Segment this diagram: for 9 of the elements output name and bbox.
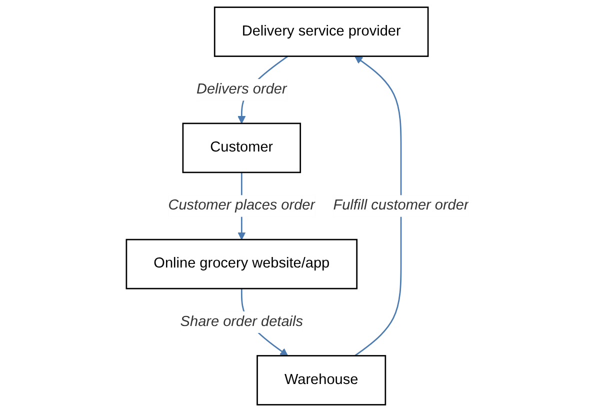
edge-label: Customer places order bbox=[168, 198, 315, 214]
edge-label: Delivers order bbox=[196, 82, 287, 98]
edge-label: Fulfill customer order bbox=[333, 198, 469, 214]
node-box: Online grocery website/app bbox=[126, 238, 358, 290]
node-box: Customer bbox=[182, 122, 301, 174]
node-box: Delivery service provider bbox=[214, 6, 429, 57]
edge-label: Share order details bbox=[180, 314, 303, 330]
node-box: Warehouse bbox=[256, 355, 386, 406]
arrow bbox=[354, 56, 402, 356]
